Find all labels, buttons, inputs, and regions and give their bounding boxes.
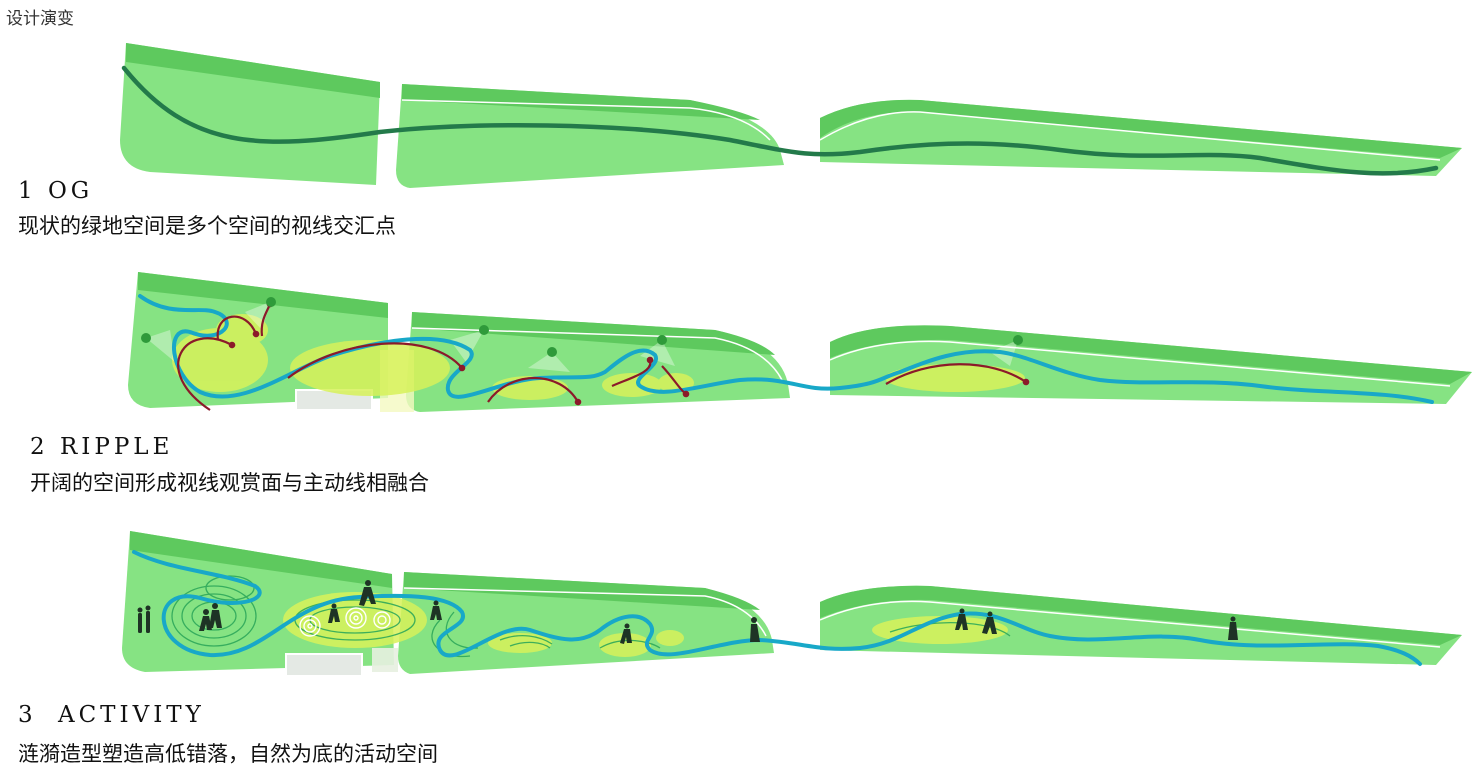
- circulation-path: [138, 294, 1434, 404]
- viewpoint-icon: [657, 335, 667, 345]
- view-zones: [172, 314, 1025, 400]
- person-icon: [1228, 616, 1238, 640]
- stage-1-title: 1 OG: [18, 178, 93, 204]
- circulation-path: [132, 550, 1422, 666]
- viewpoint-icon: [479, 325, 489, 335]
- stage-3-title: 3 ACTIVITY: [18, 702, 205, 728]
- circulation-path: [121, 65, 1439, 176]
- viewpoint-icon: [141, 333, 151, 343]
- viewpoint-icon: [266, 297, 276, 307]
- ripple-ring-icon: [373, 611, 391, 629]
- stage-number: 3: [18, 702, 37, 728]
- person-icon: [209, 603, 222, 628]
- sightline-arrows: [177, 300, 1030, 411]
- person-icon: [955, 608, 968, 630]
- stage-name: OG: [47, 178, 94, 204]
- plaza-block: [285, 653, 363, 677]
- person-icon: [199, 609, 212, 631]
- stage-3-description: 涟漪造型塑造高低错落，自然为底的活动空间: [18, 742, 438, 766]
- stage-name: RIPPLE: [59, 434, 174, 460]
- stage-number: 2: [30, 434, 49, 460]
- stage-2-diagram: [128, 272, 1472, 412]
- person-icon: [328, 603, 340, 623]
- green-strip: [120, 43, 1462, 188]
- person-icon: [145, 605, 151, 633]
- stage-2-description: 开阔的空间形成视线观赏面与主动线相融合: [30, 471, 429, 495]
- people-figures: [137, 580, 1238, 644]
- person-icon: [359, 580, 376, 606]
- stage-3-diagram: [122, 531, 1462, 677]
- ripple-ring-icon: [345, 607, 367, 629]
- viewpoint-icon: [1013, 335, 1023, 345]
- person-icon: [430, 600, 442, 620]
- viewpoint-icon: [547, 347, 557, 357]
- stage-2-title: 2 RIPPLE: [30, 434, 173, 460]
- stage-1-diagram: [120, 43, 1462, 188]
- stage-number: 1: [18, 178, 37, 204]
- page-title: 设计演变: [6, 9, 74, 29]
- stage-1-description: 现状的绿地空间是多个空间的视线交汇点: [18, 214, 396, 238]
- person-icon: [750, 617, 760, 642]
- person-icon: [982, 611, 997, 634]
- stage-name: ACTIVITY: [57, 702, 205, 728]
- person-icon: [137, 607, 143, 633]
- ripple-ring-icon: [299, 615, 321, 637]
- ripple-ring-icons: [299, 607, 391, 637]
- viewpoint-icons: [141, 297, 1023, 357]
- person-icon: [620, 623, 632, 644]
